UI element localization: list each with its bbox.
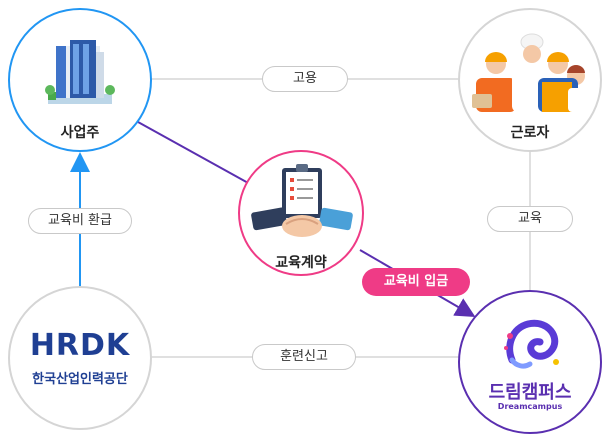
- payment-label: 교육비 입금: [362, 268, 470, 296]
- worker-label: 근로자: [510, 125, 550, 141]
- hrdk-logo-text: HRDK: [29, 328, 131, 363]
- education-label: 교육: [487, 206, 573, 232]
- employer-label: 사업주: [60, 125, 100, 141]
- employment-label: 고용: [262, 66, 348, 92]
- campus-brand-en: Dreamcampus: [497, 402, 563, 411]
- training-report-label: 훈련신고: [252, 344, 356, 370]
- refund-label: 교육비 환급: [28, 208, 132, 234]
- whale-mascot-icon: [504, 319, 559, 369]
- handshake-contract-icon: [251, 164, 353, 237]
- employer-contract-line: [137, 121, 251, 185]
- campus-node[interactable]: 드림캠퍼스 Dreamcampus: [458, 290, 602, 434]
- hrdk-node[interactable]: HRDK 한국산업인력공단: [8, 286, 152, 430]
- hrdk-org-name: 한국산업인력공단: [32, 372, 128, 387]
- office-building-icon: [45, 40, 115, 104]
- workers-group-icon: [472, 33, 588, 112]
- worker-node[interactable]: 근로자: [458, 8, 602, 152]
- employer-node[interactable]: 사업주: [8, 8, 152, 152]
- contract-label: 교육계약: [275, 255, 327, 271]
- contract-node[interactable]: 교육계약: [238, 150, 364, 276]
- campus-brand-ko: 드림캠퍼스: [488, 382, 572, 403]
